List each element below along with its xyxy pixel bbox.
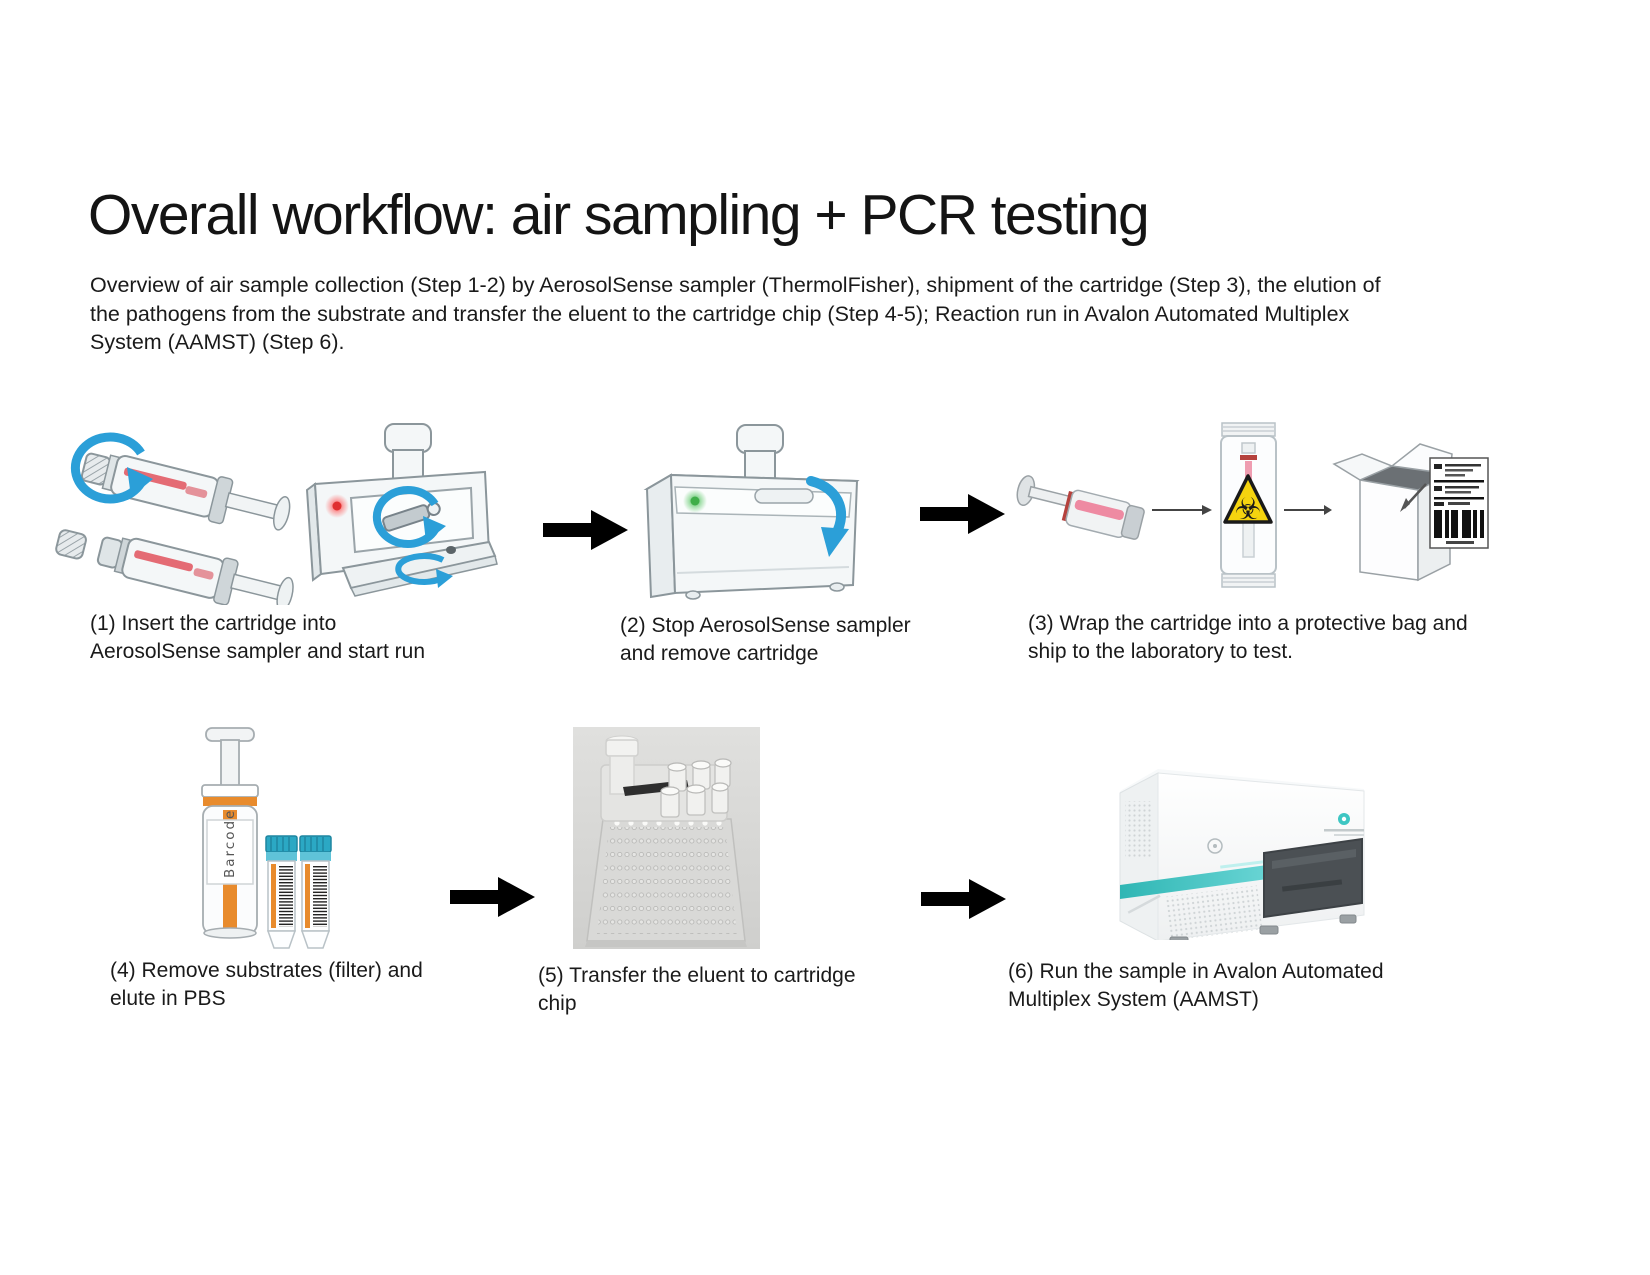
step-caption: (2) Stop AerosolSense sampler and remove…: [620, 614, 911, 665]
flow-arrow-icon: [921, 879, 1006, 919]
flow-arrow-icon: [920, 494, 1005, 534]
biohazard-icon: ☣: [1223, 474, 1273, 527]
vent-grid: [1165, 885, 1263, 940]
inserted-cartridge: [382, 501, 441, 532]
barcode: [1434, 510, 1484, 538]
transfer-arrow-icon: [1152, 505, 1212, 515]
flow-arrow-icon: [543, 510, 628, 550]
intro-line: System (AAMST) (Step 6).: [90, 330, 345, 354]
page-title: Overall workflow: air sampling + PCR tes…: [88, 183, 1150, 247]
intro-line: Overview of air sample collection (Step …: [90, 273, 1381, 297]
step-caption: (3) Wrap the cartridge into a protective…: [1028, 612, 1468, 663]
open-door-arrow-icon: [806, 476, 849, 557]
step-caption: (4) Remove substrates (filter) and elute…: [110, 959, 423, 1010]
intro-line: the pathogens from the substrate and tra…: [90, 301, 1350, 326]
barcode-label-text: Barcode: [222, 809, 238, 878]
rotate-arrow-icon: [395, 553, 453, 588]
instrument-logo: [1324, 813, 1364, 836]
instrument-feet: [1169, 914, 1357, 940]
elution-vial: [299, 835, 332, 949]
rotate-arrow-icon: [372, 486, 446, 548]
rotate-arrow-icon: [70, 432, 153, 504]
shipping-label: [1429, 457, 1489, 549]
flow-arrow-icon: [450, 877, 535, 917]
transfer-arrow-icon: [1284, 505, 1332, 515]
sampler-open-door-illustration: [305, 423, 498, 597]
substrate-syringe: Barcode: [201, 727, 259, 939]
step-caption: (5) Transfer the eluent to cartridge chi…: [538, 964, 856, 1015]
vent-grid: [1125, 801, 1153, 859]
substrate-elution-illustration: Barcode: [201, 727, 332, 949]
step-caption: (6) Run the sample in Avalon Automated M…: [1008, 960, 1384, 1011]
svg-text:☣: ☣: [1235, 492, 1262, 527]
biohazard-bag-illustration: ☣: [1220, 422, 1277, 588]
cartridges-rotation-illustration: [55, 432, 294, 605]
step-caption: (1) Insert the cartridge into AerosolSen…: [90, 612, 426, 663]
pcr-instrument-illustration: [1119, 769, 1365, 940]
chip-vial-rack: [600, 735, 732, 822]
cartridge-cap: [55, 529, 87, 560]
cartridge-illustration: [80, 452, 291, 531]
cartridge-render-illustration: [1016, 475, 1145, 540]
cartridge-chip-photo: [573, 727, 760, 949]
pack-arrow-icon: [1400, 483, 1427, 512]
instrument-window: [1263, 837, 1363, 919]
shipping-box-illustration: [1332, 443, 1489, 582]
door-handle: [754, 488, 814, 504]
elution-vial: [265, 835, 298, 949]
sampler-stop-illustration: [643, 424, 860, 600]
intro-text: Overview of air sample collection (Step …: [90, 271, 1381, 357]
cartridge-illustration: [96, 536, 294, 605]
